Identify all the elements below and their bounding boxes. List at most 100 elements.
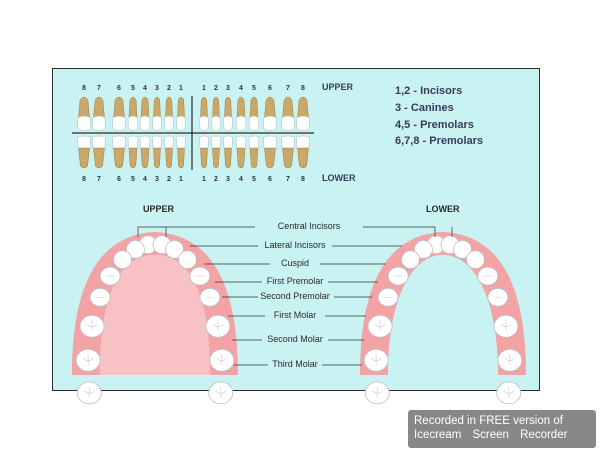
tooth-root: [282, 96, 294, 119]
upper-number-right-2: 2: [214, 85, 218, 92]
upper-arch-teeth: [75, 235, 235, 405]
upper-arch-tooth-right-6: [205, 314, 231, 338]
tooth-crown: [235, 115, 247, 131]
tooth-root: [264, 147, 276, 169]
upper-chart-tooth-right-8: [296, 96, 310, 131]
lower-arch-tooth-left-2: [414, 240, 433, 259]
lower-chart-tooth-left-4: [139, 135, 151, 169]
molar-groove: [504, 354, 516, 366]
tooth-crown: [466, 250, 485, 270]
upper-number-left-4: 4: [143, 85, 147, 92]
lower-number-right-3: 3: [226, 176, 230, 183]
lower-arch-tooth-right-4: [477, 266, 499, 286]
tooth-root: [224, 147, 232, 169]
tooth-crown: [152, 115, 162, 131]
upper-palate: [100, 255, 210, 375]
recorder-watermark: Recorded in FREE version of Icecream Scr…: [408, 410, 596, 448]
upper-chart-teeth: [77, 96, 310, 131]
tooth-crown: [281, 115, 295, 131]
tooth-root: [200, 147, 208, 169]
upper-chart-tooth-right-7: [281, 96, 295, 131]
upper-arch-tooth-left-2: [126, 240, 145, 259]
tooth-crown: [248, 135, 260, 150]
upper-chart-tooth-left-2: [164, 96, 174, 131]
tooth-crown: [77, 115, 91, 131]
lower-chart-tooth-left-5: [127, 135, 139, 169]
tooth-crown: [165, 240, 184, 259]
upper-number-right-1: 1: [202, 85, 206, 92]
lower-chart-tooth-right-5: [248, 135, 260, 169]
lower-arch-tooth-left-6: [367, 314, 393, 338]
lower-chart-tooth-left-6: [112, 135, 126, 169]
tooth-crown: [211, 115, 221, 131]
tooth-crown: [401, 250, 420, 270]
legend-premolars: 4,5 - Premolars: [395, 119, 474, 131]
upper-chart-tooth-left-4: [139, 96, 151, 131]
label-third-molar: Third Molar: [272, 359, 318, 369]
tooth-root: [282, 147, 294, 169]
lower-arch-tooth-right-3: [466, 250, 485, 270]
upper-chart-tooth-right-6: [263, 96, 277, 131]
upper-arch-tooth-right-2: [165, 240, 184, 259]
tooth-root: [249, 147, 259, 169]
tooth-crown: [176, 115, 186, 131]
lower-chart-tooth-right-7: [281, 135, 295, 169]
tooth-crown: [263, 115, 277, 131]
upper-arch-tooth-right-7: [209, 348, 235, 372]
tooth-root: [200, 96, 208, 119]
lower-number-right-7: 7: [286, 176, 290, 183]
tooth-crown: [164, 115, 174, 131]
tooth-crown: [152, 135, 162, 150]
label-lateral-incisors: Lateral Incisors: [264, 240, 326, 250]
tooth-crown: [113, 250, 132, 270]
upper-arch-tooth-right-8: [208, 381, 234, 405]
label-cuspid: Cuspid: [281, 258, 309, 268]
arch-labels: Central Incisors Lateral Incisors Cuspid…: [137, 221, 453, 369]
tooth-crown: [139, 135, 151, 150]
tooth-root: [113, 96, 125, 119]
tooth-root: [249, 96, 259, 119]
tooth-crown: [112, 115, 126, 131]
tooth-root: [224, 96, 232, 119]
tooth-root: [93, 96, 105, 119]
lower-number-right-6: 6: [268, 176, 272, 183]
tooth-crown: [223, 115, 233, 131]
watermark-line-2: Icecream Screen Recorder: [414, 429, 568, 441]
molar-groove: [216, 354, 228, 366]
tooth-crown: [92, 135, 106, 150]
upper-number-right-5: 5: [252, 85, 256, 92]
tooth-crown: [77, 135, 91, 150]
tooth-crown: [281, 135, 295, 150]
lower-number-right-8: 8: [301, 176, 305, 183]
tooth-root: [165, 96, 173, 119]
tooth-crown: [92, 115, 106, 131]
lower-chart-tooth-left-3: [152, 135, 162, 169]
lower-chart-tooth-right-2: [211, 135, 221, 169]
upper-chart-tooth-left-3: [152, 96, 162, 131]
upper-arch-tooth-left-6: [79, 314, 105, 338]
upper-number-left-7: 7: [97, 85, 101, 92]
upper-arch: [72, 232, 238, 405]
tooth-crown: [263, 135, 277, 150]
tooth-crown: [139, 115, 151, 131]
tooth-root: [113, 147, 125, 169]
lower-chart-tooth-right-3: [223, 135, 233, 169]
upper-number-right-3: 3: [226, 85, 230, 92]
watermark-line-1: Recorded in FREE version of: [414, 415, 563, 427]
upper-arch-tooth-left-8: [76, 381, 102, 405]
tooth-root: [212, 96, 220, 119]
lower-number-right-2: 2: [214, 176, 218, 183]
lower-arch-teeth: [363, 235, 523, 405]
label-central-incisors: Central Incisors: [278, 221, 341, 231]
lower-chart-tooth-left-2: [164, 135, 174, 169]
upper-chart-tooth-right-5: [248, 96, 260, 131]
lower-chart-tooth-right-6: [263, 135, 277, 169]
tooth-crown: [199, 135, 209, 150]
upper-arch-tooth-left-5: [89, 287, 111, 307]
lower-arch-tooth-right-8: [496, 381, 522, 405]
upper-chart-tooth-right-1: [199, 96, 209, 131]
upper-number-right-4: 4: [239, 85, 243, 92]
tooth-root: [264, 96, 276, 119]
molar-groove: [503, 386, 515, 398]
